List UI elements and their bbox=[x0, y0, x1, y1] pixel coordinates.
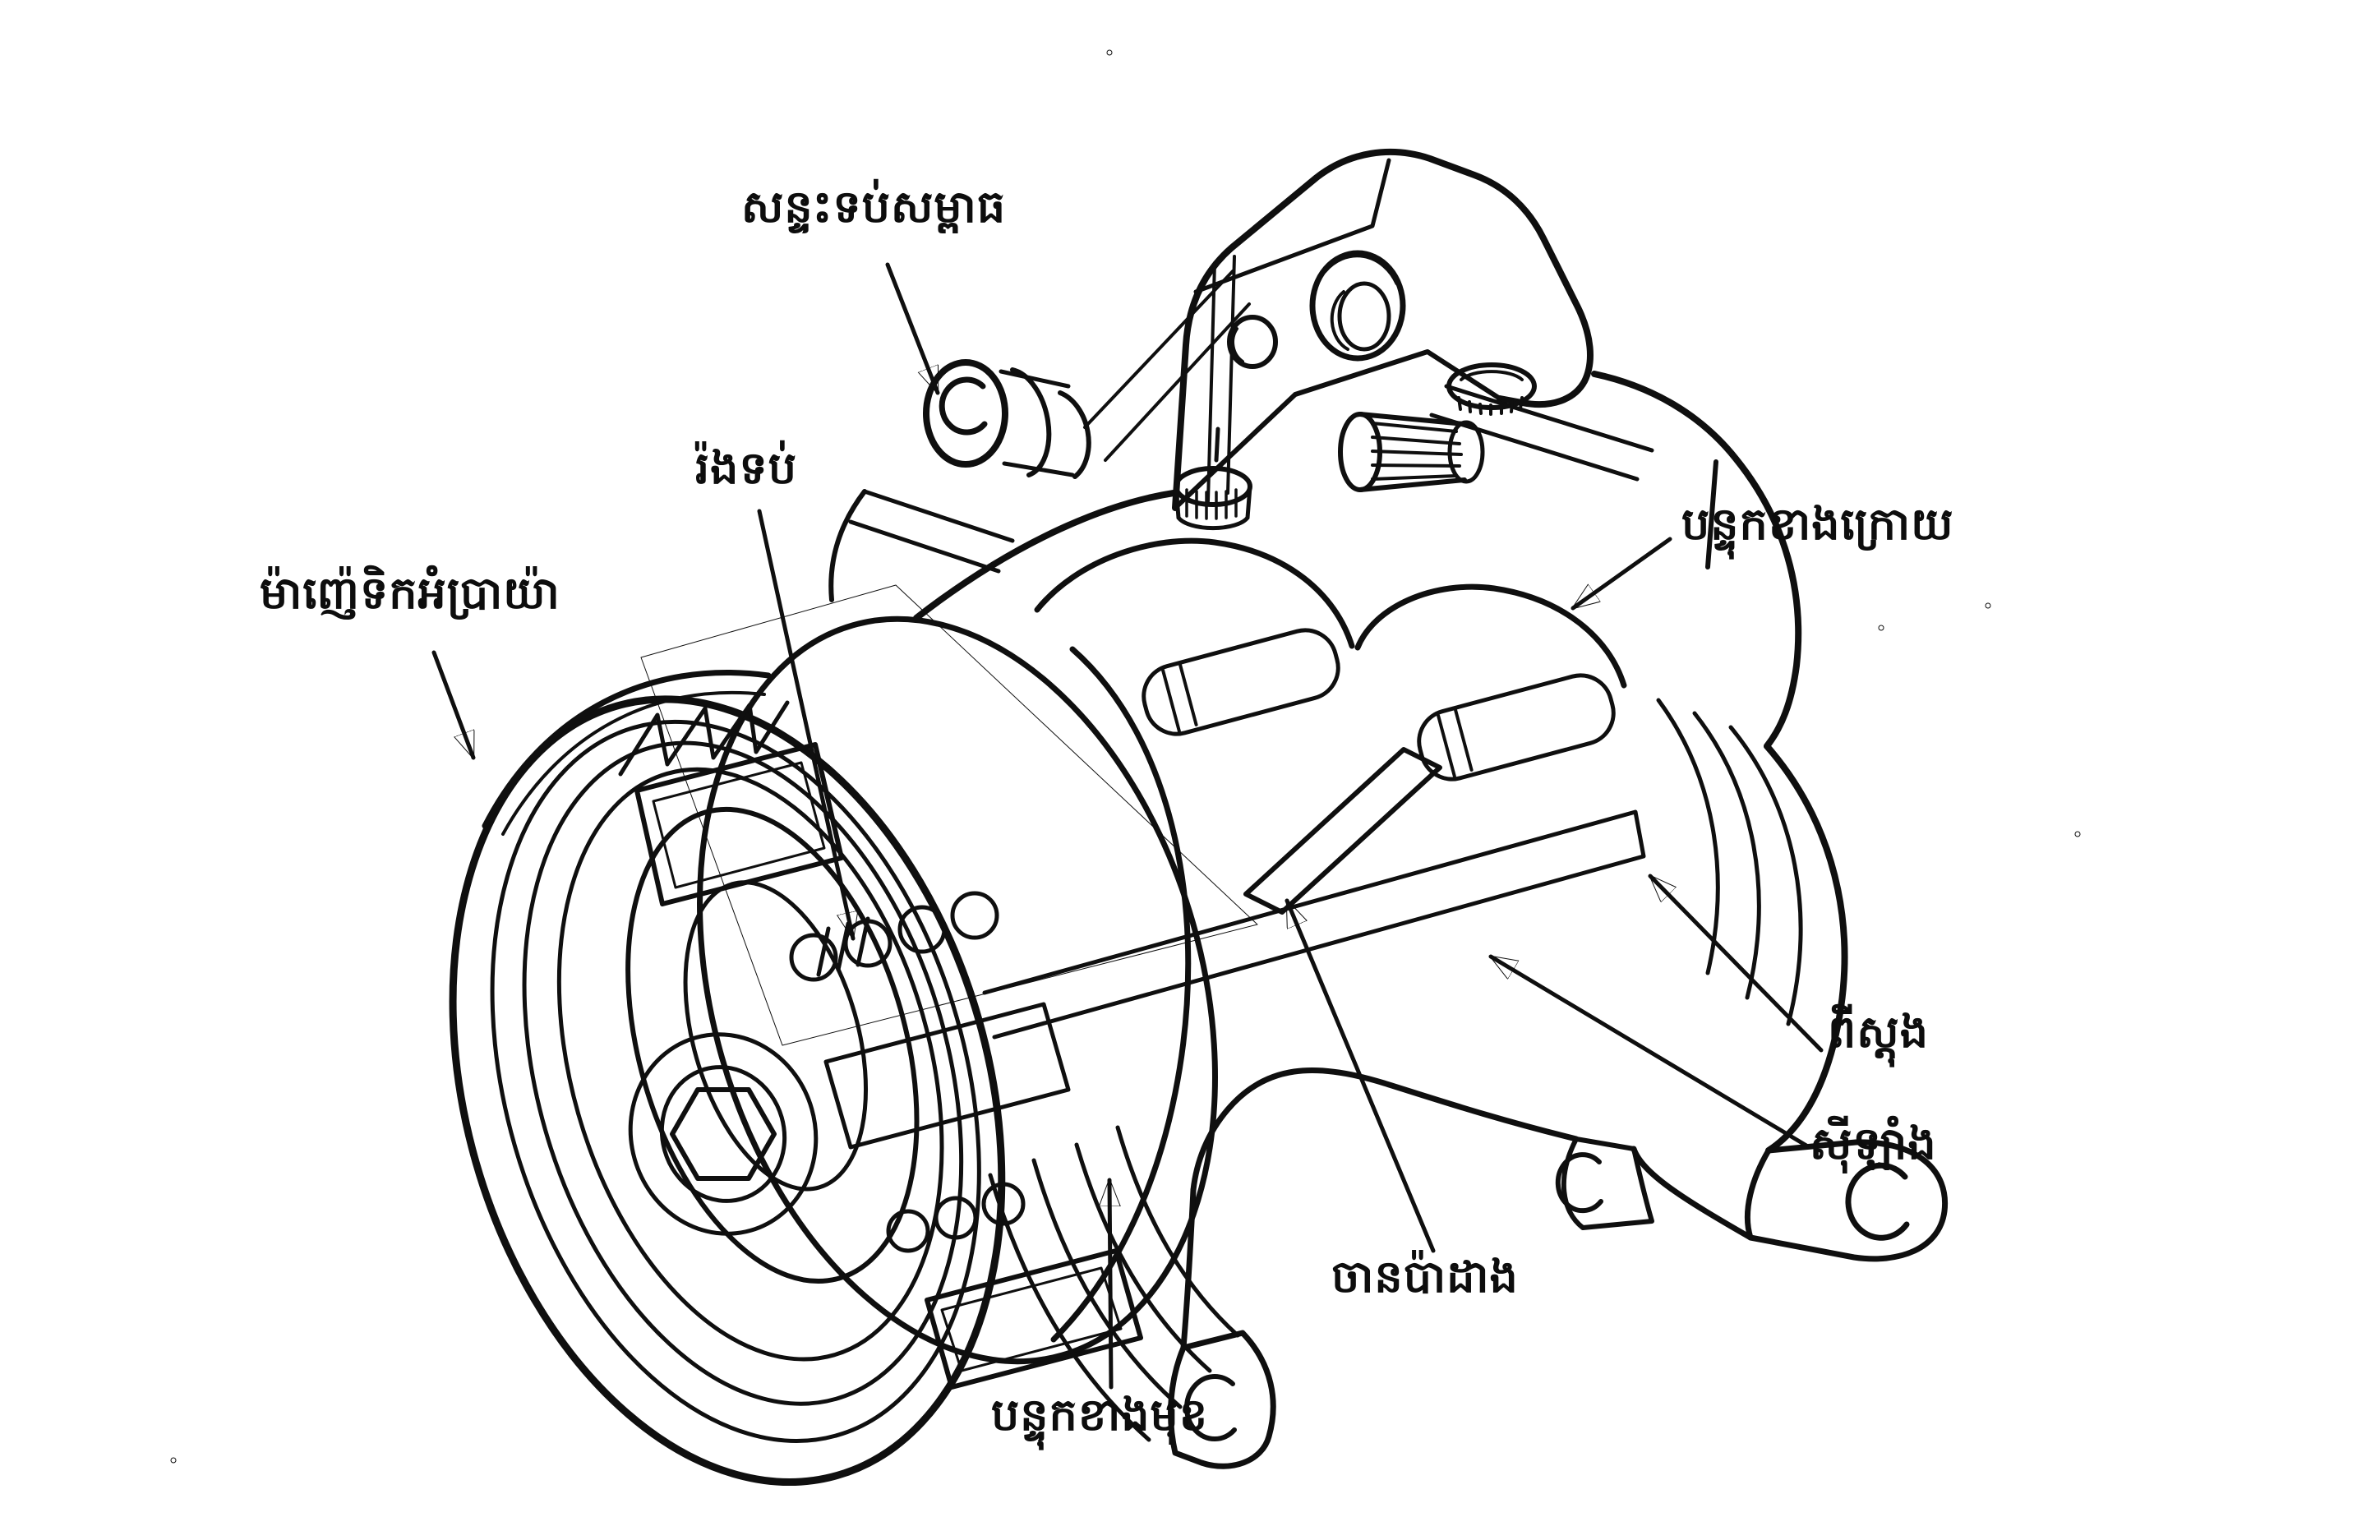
leader-cylinder bbox=[1488, 954, 1809, 1148]
label-swash-plate: ចានប៉ាដាង bbox=[1331, 1251, 1519, 1303]
shaft-bolt bbox=[628, 1032, 819, 1236]
label-front-housing: បន្ទុកខាងមុខ bbox=[991, 1389, 1209, 1441]
label-piston: ពីស្តុង bbox=[1828, 1006, 1929, 1058]
piston-swash-section bbox=[982, 628, 1646, 1040]
leader-pressure-relief-valve bbox=[885, 262, 940, 395]
label-retaining-ring: រ៉ងទប់ bbox=[695, 442, 797, 494]
leader-piston bbox=[1648, 874, 1824, 1053]
cutaway-wedge bbox=[640, 584, 1258, 1046]
leader-retaining-ring bbox=[757, 509, 853, 941]
clutch-coil-section bbox=[482, 670, 1143, 1390]
mounting-feet bbox=[1168, 1137, 1949, 1469]
compressor-body bbox=[828, 371, 1848, 1351]
leader-swash-plate bbox=[1285, 898, 1436, 1253]
label-magnetic-clutch: ម៉ាញ៉េទិកអំប្រាយ៉ា bbox=[260, 567, 560, 619]
label-rear-housing: បន្ទុកខាងក្រោយ bbox=[1681, 498, 1954, 550]
leader-magnetic-clutch bbox=[431, 650, 476, 760]
pulley-drawing bbox=[449, 695, 1006, 1486]
label-cylinder: ស៊ីឡាំង bbox=[1810, 1118, 1937, 1169]
scan-speckles bbox=[170, 49, 2081, 1464]
leader-front-housing bbox=[1109, 1178, 1111, 1390]
leader-arrows bbox=[431, 262, 1824, 1390]
service-valve-caps bbox=[1174, 362, 1537, 531]
leader-rear-housing bbox=[1571, 537, 1672, 611]
label-pressure-relief-valve: សន្ទះទប់សម្ពាធ bbox=[741, 181, 1007, 233]
pressure-relief-valve-drawing bbox=[923, 270, 1251, 479]
mounting-bracket bbox=[1172, 149, 1718, 569]
